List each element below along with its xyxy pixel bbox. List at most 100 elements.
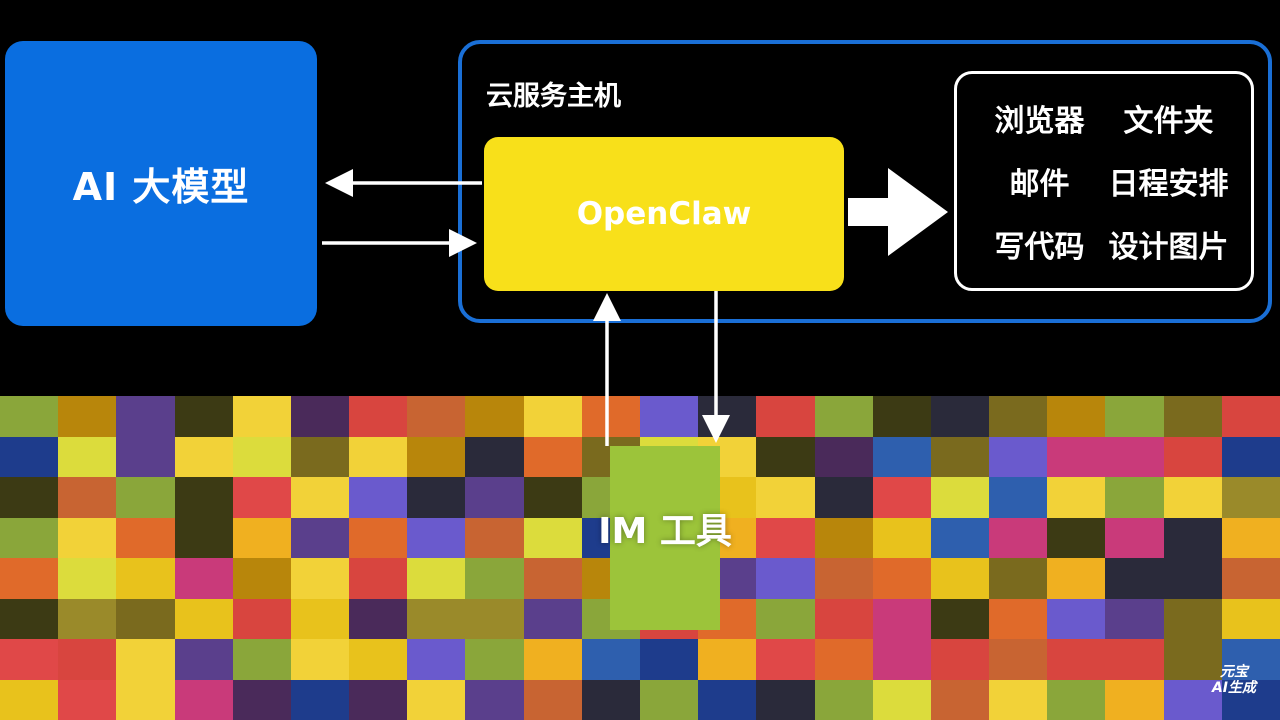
mosaic-tile [58,436,118,478]
mosaic-tile [756,396,816,438]
mosaic-tile [698,639,758,681]
mosaic-tile [116,598,176,640]
mosaic-tile [1105,477,1165,519]
mosaic-tile [1221,598,1280,640]
mosaic-tile [872,558,932,600]
mosaic-tile [232,639,292,681]
capability-email: 邮件 [1009,166,1070,202]
mosaic-tile [872,517,932,559]
mosaic-tile [58,639,118,681]
mosaic-tile [407,477,467,519]
mosaic-tile [1105,639,1165,681]
mosaic-tile [0,436,60,478]
mosaic-tile [290,598,351,640]
mosaic-tile [930,517,991,559]
mosaic-tile [523,558,583,600]
mosaic-tile [465,639,525,681]
mosaic-tile [174,639,234,681]
mosaic-tile [349,396,409,438]
cloud-host-label: 云服务主机 [486,81,621,112]
mosaic-tile [465,679,525,720]
mosaic-tile [0,517,60,559]
mosaic-tile [116,639,176,681]
mosaic-tile [523,396,583,438]
mosaic-tile [872,436,932,478]
mosaic-tile [989,639,1049,681]
mosaic-tile [814,517,874,559]
mosaic-tile [0,679,60,720]
mosaic-tile [1047,517,1107,559]
mosaic-tile [290,517,351,559]
mosaic-tile [349,558,409,600]
mosaic-tile [290,436,351,478]
pixel-mosaic-background [0,396,1280,720]
mosaic-tile [1105,679,1165,720]
mosaic-tile [232,396,292,438]
mosaic-tile [1163,598,1223,640]
mosaic-tile [1163,639,1223,681]
mosaic-tile [1221,477,1280,519]
mosaic-tile [174,598,234,640]
mosaic-tile [930,558,991,600]
mosaic-tile [349,477,409,519]
mosaic-tile [58,477,118,519]
mosaic-tile [232,679,292,720]
mosaic-tile [1105,598,1165,640]
mosaic-tile [581,396,641,438]
mosaic-tile [1221,679,1280,720]
mosaic-tile [465,517,525,559]
mosaic-tile [58,679,118,720]
mosaic-tile [349,436,409,478]
mosaic-tile [523,598,583,640]
mosaic-tile [349,679,409,720]
mosaic-tile [116,436,176,478]
mosaic-tile [872,396,932,438]
mosaic-tile [756,517,816,559]
mosaic-tile [0,396,60,438]
openclaw-label: OpenClaw [576,196,752,232]
mosaic-tile [989,477,1049,519]
mosaic-tile [756,477,816,519]
mosaic-tile [698,396,758,438]
mosaic-tile [58,517,118,559]
mosaic-tile [1047,477,1107,519]
mosaic-tile [930,477,991,519]
mosaic-tile [0,477,60,519]
capability-design: 设计图片 [1108,230,1229,266]
mosaic-tile [989,517,1049,559]
mosaic-tile [1163,517,1223,559]
mosaic-tile [756,639,816,681]
mosaic-tile [872,679,932,720]
mosaic-tile [989,436,1049,478]
ai-model-box: AI 大模型 [5,41,317,326]
mosaic-tile [174,558,234,600]
mosaic-tile [872,598,932,640]
mosaic-tile [1221,639,1280,681]
mosaic-tile [756,558,816,600]
im-tool-label: IM 工具 [598,511,732,552]
capabilities-box: 浏览器 文件夹 邮件 日程安排 写代码 设计图片 [954,71,1254,291]
mosaic-tile [174,517,234,559]
mosaic-tile [407,436,467,478]
capability-schedule: 日程安排 [1108,166,1229,202]
mosaic-tile [465,396,525,438]
mosaic-tile [116,558,176,600]
mosaic-tile [930,598,991,640]
capability-folder: 文件夹 [1123,103,1214,139]
mosaic-tile [814,477,874,519]
mosaic-tile [814,436,874,478]
mosaic-tile [1047,639,1107,681]
mosaic-tile [989,679,1049,720]
mosaic-tile [407,517,467,559]
mosaic-tile [0,639,60,681]
mosaic-tile [640,679,700,720]
mosaic-tile [814,396,874,438]
mosaic-tile [116,517,176,559]
mosaic-tile [523,436,583,478]
mosaic-tile [581,679,641,720]
mosaic-tile [640,639,700,681]
mosaic-tile [814,639,874,681]
mosaic-tile [58,598,118,640]
mosaic-tile [232,598,292,640]
mosaic-tile [1163,477,1223,519]
